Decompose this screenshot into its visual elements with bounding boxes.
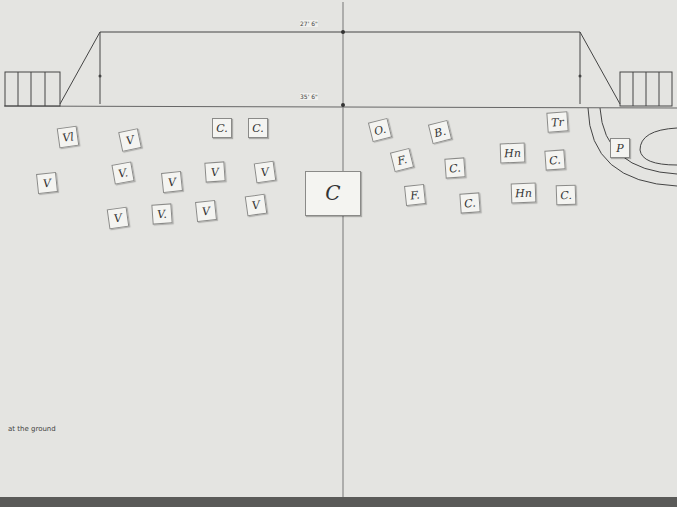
seat-letter: V xyxy=(167,176,176,188)
seat-letter: V xyxy=(251,199,260,211)
seat-card: V xyxy=(204,161,225,182)
apron-arc xyxy=(600,108,677,174)
apron-arc xyxy=(640,128,677,165)
seat-letter: V xyxy=(211,166,220,178)
seat-letter: C. xyxy=(549,154,561,166)
seat-letter: F. xyxy=(396,154,408,167)
stage-edge xyxy=(4,106,677,108)
seat-letter: C. xyxy=(560,189,572,200)
seat-letter: P xyxy=(616,143,623,154)
seat-card: V xyxy=(254,161,277,184)
seat-card: C. xyxy=(459,192,480,213)
center-line xyxy=(343,2,344,497)
seat-card: C. xyxy=(212,118,232,138)
seat-letter: V. xyxy=(117,167,128,179)
seat-letter: Hn xyxy=(514,187,531,199)
apron-arc xyxy=(588,108,677,186)
seat-letter: B. xyxy=(433,125,447,138)
seat-letter: O. xyxy=(373,123,387,137)
note-label: at the ground xyxy=(8,425,56,433)
seat-card: C. xyxy=(556,185,577,206)
seat-card: C. xyxy=(248,118,268,138)
seat-card: V. xyxy=(151,203,172,224)
stage-wing-line xyxy=(580,32,581,104)
dimension-label: 27' 6" xyxy=(300,20,318,27)
mark-dot xyxy=(341,30,345,34)
stage-outline xyxy=(60,32,620,104)
dimension-label: 35' 6" xyxy=(300,93,318,100)
seat-card: V xyxy=(36,172,58,194)
seat-card: C. xyxy=(544,149,565,170)
seat-card: F. xyxy=(404,184,426,206)
seat-card: V xyxy=(118,128,142,152)
seat-letter: Vl xyxy=(62,131,75,143)
seat-letter: V xyxy=(42,177,51,189)
seat-letter: V xyxy=(113,212,122,224)
seat-card: P xyxy=(610,138,630,158)
seat-letter: C. xyxy=(449,162,461,174)
seat-card: Tr xyxy=(546,111,568,132)
table-edge xyxy=(0,497,677,507)
seat-letter: V xyxy=(201,205,210,217)
seat-card: Hn xyxy=(510,183,536,204)
seat-card: Hn xyxy=(499,143,525,164)
seat-card: C. xyxy=(444,157,465,178)
seat-letter: V xyxy=(125,134,135,146)
seat-card: V xyxy=(107,207,130,230)
seat-card: V xyxy=(161,171,183,193)
seat-letter: Hn xyxy=(503,147,520,159)
seat-letter: C. xyxy=(252,123,264,134)
conductor-box: C xyxy=(305,171,361,216)
steps xyxy=(5,72,672,106)
seat-letter: C. xyxy=(216,123,228,134)
seat-letter: V. xyxy=(157,208,167,220)
seat-card: V. xyxy=(111,161,134,184)
seat-card: V xyxy=(245,194,268,217)
seat-letter: Tr xyxy=(550,116,563,128)
mark-dot xyxy=(99,75,102,78)
seat-letter: V xyxy=(260,166,269,178)
seat-card: V xyxy=(195,200,217,222)
mark-dot xyxy=(579,75,582,78)
stage-wing-line xyxy=(100,32,101,104)
seat-letter: C xyxy=(325,183,340,203)
seat-letter: C. xyxy=(464,197,476,209)
mark-dot xyxy=(341,103,345,107)
seat-card: Vl xyxy=(57,126,80,149)
seat-letter: F. xyxy=(410,189,421,201)
